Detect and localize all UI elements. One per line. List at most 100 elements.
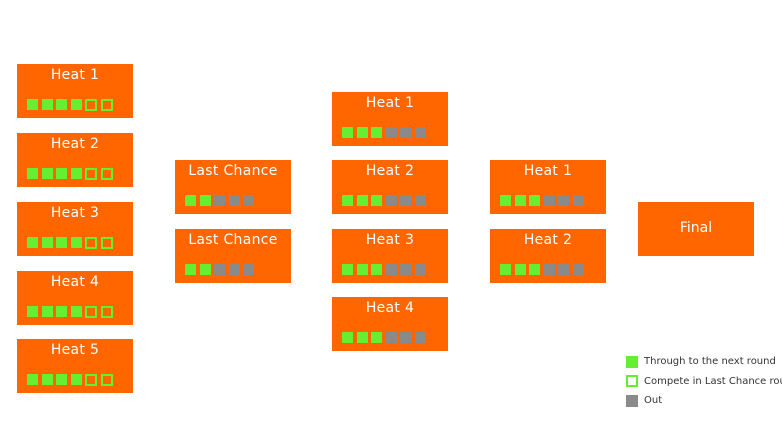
through-slot-icon [27,237,38,248]
through-slot-icon [27,168,38,179]
heat-box: Heat 5 [17,339,133,393]
through-slot-icon [514,264,526,275]
compete-slot-icon [85,374,97,386]
through-slot-icon [342,195,353,206]
out-slot-icon [400,195,411,206]
slot-row [342,127,426,139]
through-slot-icon [356,332,368,343]
out-slot-icon [385,332,397,343]
out-slot-icon [572,195,584,206]
box-title: Heat 1 [365,95,415,111]
compete-swatch-icon [626,375,638,388]
slot-row [342,264,426,276]
through-slot-icon [342,127,353,138]
compete-slot-icon [85,237,97,249]
heat-box: Heat 4 [17,271,133,325]
through-swatch-icon [626,355,638,368]
out-slot-icon [400,127,411,138]
slot-row [27,237,113,249]
through-slot-icon [371,332,382,343]
slot-row [342,195,426,207]
final-box: Final [638,202,754,256]
through-slot-icon [199,195,211,206]
through-slot-icon [41,168,53,179]
through-slot-icon [56,306,67,317]
box-title: Heat 1 [523,163,573,179]
through-slot-icon [70,99,82,110]
legend-label: Through to the next round [644,356,776,368]
through-slot-icon [56,237,67,248]
legend: Through to the next round Compete in Las… [626,352,782,411]
through-slot-icon [70,374,82,385]
compete-slot-icon [85,306,97,318]
slot-row [185,264,254,276]
through-slot-icon [514,195,526,206]
through-slot-icon [70,306,82,317]
quarter-heat-box: Heat 2 [332,160,448,214]
compete-slot-icon [85,168,97,180]
quarter-heat-box: Heat 1 [332,92,448,146]
through-slot-icon [185,195,196,206]
legend-label: Compete in Last Chance round [644,375,782,387]
out-slot-icon [414,127,426,138]
last-chance-box: Last Chance [175,160,291,214]
semi-heat-box: Heat 1 [490,160,606,214]
out-slot-icon [543,264,555,275]
out-slot-icon [414,332,426,343]
through-slot-icon [500,264,511,275]
slot-row [27,374,113,386]
slot-row [500,264,584,276]
out-slot-icon [228,195,240,206]
compete-slot-icon [100,237,113,249]
last-chance-box: Last Chance [175,229,291,283]
through-slot-icon [41,99,53,110]
legend-label: Out [644,395,663,407]
out-slot-icon [572,264,584,275]
through-slot-icon [27,306,38,317]
through-slot-icon [529,264,540,275]
through-slot-icon [199,264,211,275]
out-slot-icon [385,195,397,206]
semi-heat-box: Heat 2 [490,229,606,283]
legend-item-compete: Compete in Last Chance round [626,372,782,392]
slot-row [27,99,113,111]
slot-row [185,195,254,207]
box-title: Heat 4 [365,300,415,316]
through-slot-icon [27,374,38,385]
out-slot-icon [385,264,397,275]
compete-slot-icon [100,168,113,180]
compete-slot-icon [100,306,113,318]
out-slot-icon [414,195,426,206]
through-slot-icon [356,195,368,206]
out-slot-icon [414,264,426,275]
heat-box: Heat 3 [17,202,133,256]
through-slot-icon [70,168,82,179]
through-slot-icon [56,374,67,385]
compete-slot-icon [85,99,97,111]
through-slot-icon [371,264,382,275]
through-slot-icon [529,195,540,206]
box-title: Heat 2 [50,136,100,152]
out-slot-icon [243,195,254,206]
through-slot-icon [371,127,382,138]
through-slot-icon [342,264,353,275]
legend-item-out: Out [626,391,782,411]
heat-box: Heat 2 [17,133,133,187]
through-slot-icon [70,237,82,248]
through-slot-icon [41,237,53,248]
slot-row [27,306,113,318]
slot-row [500,195,584,207]
out-slot-icon [214,264,225,275]
through-slot-icon [27,99,38,110]
box-title: Heat 2 [523,232,573,248]
through-slot-icon [56,168,67,179]
through-slot-icon [356,127,368,138]
through-slot-icon [41,374,53,385]
out-slot-icon [400,332,411,343]
out-slot-icon [543,195,555,206]
out-slot-icon [558,264,569,275]
compete-slot-icon [100,99,113,111]
box-title: Heat 3 [365,232,415,248]
box-title: Heat 4 [50,274,100,290]
through-slot-icon [371,195,382,206]
